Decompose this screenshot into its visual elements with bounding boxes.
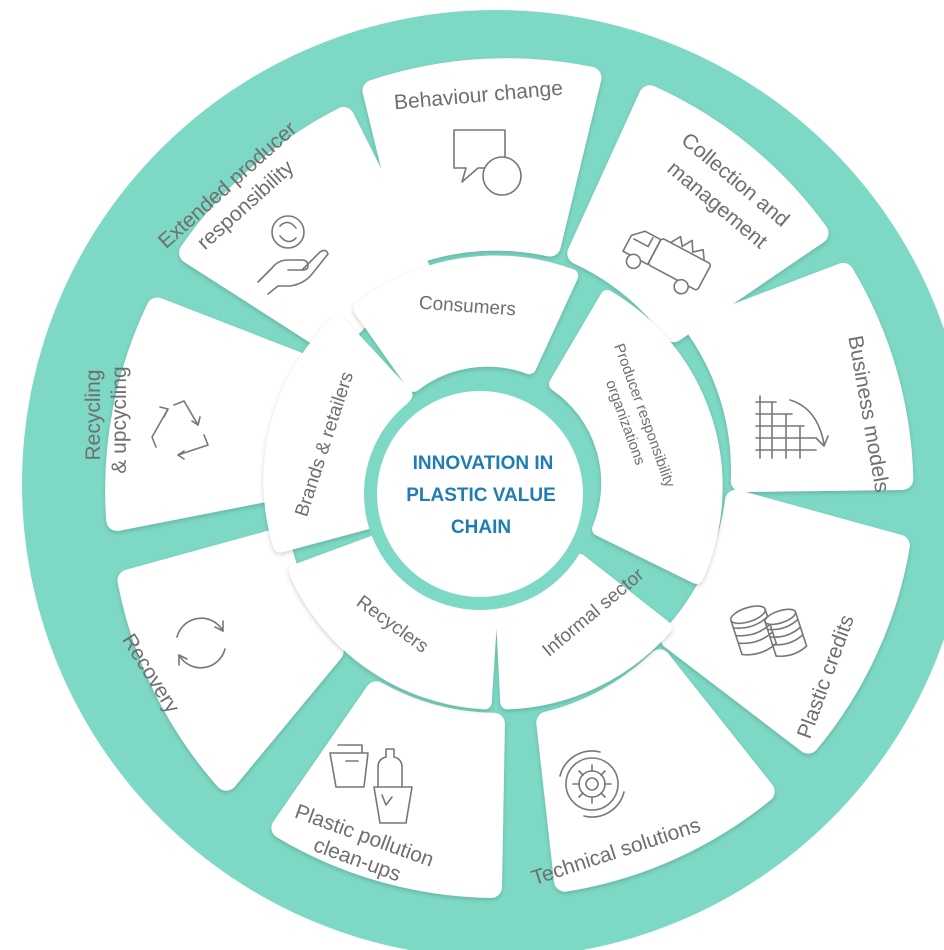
outer-card-epr [179, 107, 432, 357]
inner-card-pro [549, 290, 723, 584]
circular-arrows-icon [176, 617, 226, 669]
hand-holding-recycle-icon [257, 215, 329, 295]
inner-card-consumers [353, 255, 579, 392]
outer-card-recovery [117, 528, 344, 791]
garbage-truck-icon [622, 230, 711, 295]
plastic-waste-icon [329, 744, 413, 824]
center-title-line1: INNOVATION IN [413, 453, 554, 474]
label-recycling-line1: Recycling [82, 369, 105, 460]
outer-card-technical-solutions [536, 649, 775, 892]
recycle-triangle-icon [151, 400, 209, 460]
declining-bars-icon [755, 395, 829, 459]
center-disc [377, 391, 583, 597]
inner-card-informal-sector [495, 553, 672, 710]
outer-card-collection [567, 85, 829, 343]
center-title-line3: CHAIN [451, 517, 511, 538]
coin-stack-icon [729, 605, 808, 658]
gear-cycle-icon [559, 750, 625, 818]
outer-card-behaviour-change [362, 58, 602, 265]
label-recycling-line2: & upcycling [108, 366, 131, 473]
speech-bubble-icon [453, 129, 522, 196]
outer-card-business-models [687, 262, 914, 492]
center-title-line2: PLASTIC VALUE [406, 485, 556, 506]
outer-card-cleanups [271, 681, 505, 898]
